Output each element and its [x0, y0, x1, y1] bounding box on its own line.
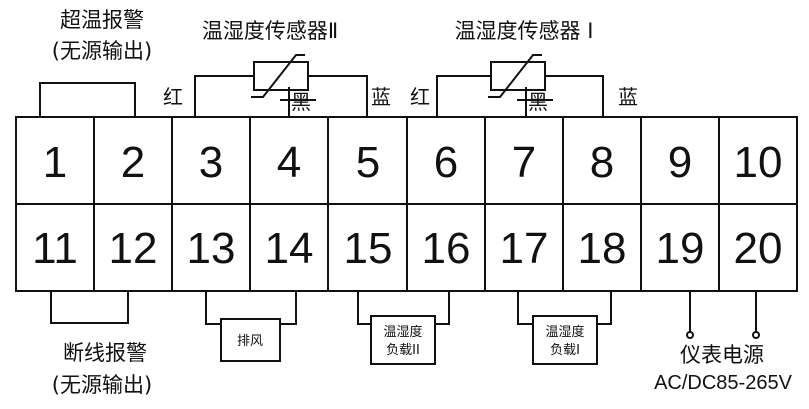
power-voltage: AC/DC85-265V [654, 372, 793, 394]
sensor2-title: 温湿度传感器Ⅱ [202, 19, 338, 43]
break-passive-label: (无源输出) [52, 373, 152, 397]
sensor1-blue-wire [545, 75, 604, 117]
terminal-5: 5 [356, 138, 380, 187]
load1-wire-left [517, 291, 533, 325]
sensor2-blue-label: 蓝 [371, 85, 391, 109]
sensor1-black-label: 黑 [528, 90, 548, 114]
sensor1-red-label: 红 [410, 85, 430, 109]
sensor1-thermistor-symbol [490, 61, 546, 91]
sensor2-red-label: 红 [163, 85, 183, 109]
load1-wire-right [597, 291, 612, 325]
terminal-13: 13 [187, 224, 236, 273]
terminal-20: 20 [734, 224, 783, 273]
sensor2-blue-wire [308, 75, 368, 117]
terminal-17: 17 [500, 224, 549, 273]
terminal-6: 6 [434, 138, 458, 187]
exhaust-load-box [220, 318, 281, 362]
terminal-8: 8 [590, 138, 614, 187]
terminal-4: 4 [277, 138, 301, 187]
over-temp-passive-label: (无源输出) [52, 39, 152, 63]
terminal-12: 12 [109, 224, 158, 273]
power-title: 仪表电源 [680, 343, 764, 367]
terminal-7: 7 [512, 138, 536, 187]
load2-label-line1: 温湿度 [383, 324, 422, 340]
terminal-11: 11 [32, 224, 78, 273]
terminal-9: 9 [668, 138, 692, 187]
load2-wire-right [435, 291, 450, 325]
terminal-19: 19 [656, 224, 705, 273]
terminal-3: 3 [199, 138, 223, 187]
load1-label-line1: 温湿度 [545, 324, 584, 340]
sensor1-blue-label: 蓝 [618, 85, 638, 109]
over-temp-wire [39, 82, 136, 117]
power-terminal-19 [686, 331, 694, 339]
exhaust-wire-right [280, 291, 297, 325]
load2-label-line2: 负载II [386, 343, 420, 358]
terminal-18: 18 [578, 224, 627, 273]
sensor2-black-label: 黑 [291, 90, 311, 114]
terminal-1: 1 [43, 138, 67, 187]
load1-label-line2: 负载I [550, 343, 580, 358]
break-alarm-wire [50, 291, 129, 324]
exhaust-wire-left [205, 291, 221, 325]
terminal-14: 14 [265, 224, 314, 273]
sensor2-red-wire [194, 75, 254, 117]
power-terminal-20 [752, 331, 760, 339]
load2-wire-left [357, 291, 371, 325]
exhaust-label: 排风 [237, 334, 263, 349]
sensor1-red-wire [436, 75, 491, 117]
sensor1-title: 温湿度传感器 I [455, 19, 594, 43]
sensor2-thermistor-symbol [253, 61, 309, 91]
break-alarm-label: 断线报警 [63, 341, 147, 365]
over-temp-alarm-label: 超温报警 [60, 8, 144, 32]
terminal-2: 2 [121, 138, 145, 187]
load2-box [370, 315, 436, 365]
terminal-16: 16 [422, 224, 471, 273]
terminal-10: 10 [734, 138, 783, 187]
terminal-15: 15 [344, 224, 393, 273]
load1-box [532, 315, 598, 365]
